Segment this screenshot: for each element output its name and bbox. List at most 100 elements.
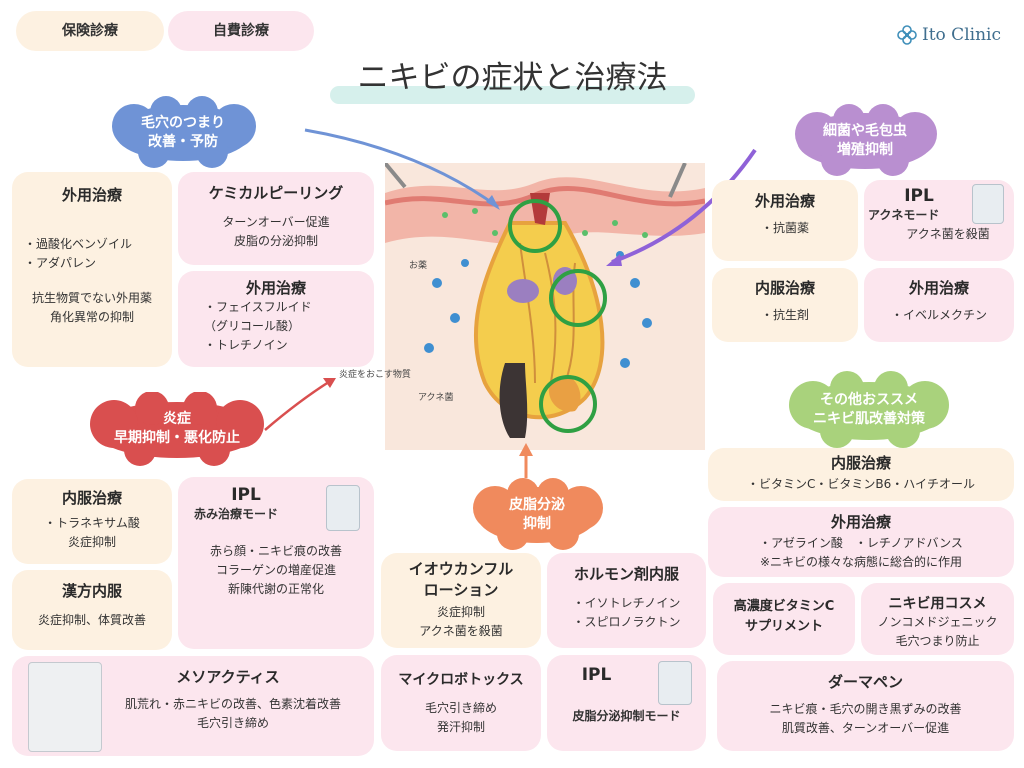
note-keratinization: 角化異常の抑制 [49, 310, 134, 324]
cloud-bacteria-line1: 細菌や毛包虫 [823, 123, 907, 139]
card-other-internal: 内服治療 ・ビタミンC・ビタミンB6・ハイチオール [708, 448, 1014, 501]
item-ivermectin: ・イベルメクチン [890, 308, 987, 322]
text-mesoactis-1: 肌荒れ・赤ニキビの改善、色素沈着改善 [124, 697, 341, 711]
text-sebum: 皮脂の分泌抑制 [233, 234, 318, 248]
mesoactis-device-icon [28, 662, 102, 752]
text-turnover: ターンオーバー促進 [222, 215, 330, 229]
cloud-pores: 毛穴のつまり改善・予防 [104, 96, 262, 170]
cloud-other-line2: ニキビ肌改善対策 [813, 411, 925, 427]
card-title: 漢方内服 [61, 582, 122, 600]
card-title: 内服治療 [61, 489, 122, 507]
card-title: IPL [904, 186, 934, 206]
item-antibacterial: ・抗菌薬 [760, 221, 809, 235]
card-hormone: ホルモン剤内服 ・イソトレチノイン ・スピロノラクトン [547, 553, 706, 648]
ipl-device-icon [658, 661, 692, 705]
flower-icon [897, 25, 917, 45]
item-tretinoin: ・トレチノイン [204, 338, 288, 352]
item-azelaic: ・アゼライン酸 ・レチノアドバンス [759, 536, 963, 550]
label-medicine: お薬 [409, 261, 428, 271]
card-acne-cosme: ニキビ用コスメ ノンコメドジェニック 毛穴つまり防止 [861, 583, 1014, 655]
text-anti-inflammation: 炎症抑制 [436, 605, 485, 619]
card-bacteria-topical: 外用治療 ・抗菌薬 [712, 180, 858, 261]
text-sweat: 発汗抑制 [436, 720, 485, 734]
item-tranexamic: ・トラネキサム酸 [44, 516, 140, 530]
card-title: 内服治療 [830, 454, 891, 472]
card-vitamin-c-supplement: 高濃度ビタミンC サプリメント [713, 583, 855, 655]
card-title: マイクロボトックス [398, 672, 524, 688]
cloud-other-line1: その他おススメ [820, 392, 918, 408]
card-title-1: 高濃度ビタミンC [733, 599, 835, 614]
card-dermapen: ダーマペン ニキビ痕・毛穴の開き黒ずみの改善 肌質改善、ターンオーバー促進 [717, 661, 1014, 751]
cloud-inflammation-line2: 早期抑制・悪化防止 [114, 430, 240, 446]
legend-self-pay: 自費診療 [168, 11, 314, 51]
note-non-antibiotic: 抗生物質でない外用薬 [31, 291, 152, 305]
text-redness: 赤ら顔・ニキビ痕の改善 [209, 544, 342, 558]
card-pores-topical: 外用治療 ・過酸化ベンゾイル ・アダパレン 抗生物質でない外用薬 角化異常の抑制 [12, 172, 172, 367]
cloud-pores-line1: 毛穴のつまり [141, 115, 225, 131]
acne-illustration [385, 163, 705, 450]
card-title: 外用治療 [245, 279, 306, 297]
brand-name: Ito Clinic [922, 25, 1001, 45]
card-title: ニキビ用コスメ [888, 596, 987, 612]
text-pore-tightening: 毛穴引き締め [424, 701, 497, 715]
text-anti-inflammation: 炎症抑制 [67, 535, 116, 549]
text-metabolism: 新陳代謝の正常化 [227, 582, 324, 596]
item-isotretinoin: ・イソトレチノイン [572, 596, 681, 610]
text-collagen: コラーゲンの増産促進 [215, 563, 336, 577]
highlight-circles [508, 199, 607, 433]
card-title: 外用治療 [754, 192, 815, 210]
text-mesoactis-2: 毛穴引き締め [196, 716, 269, 730]
card-title-1: イオウカンフル [408, 560, 514, 578]
legend-insurance: 保険診療 [16, 11, 164, 51]
text-dermapen-2: 肌質改善、ターンオーバー促進 [781, 721, 950, 735]
cloud-pores-line2: 改善・予防 [148, 134, 218, 150]
card-sulfur-lotion: イオウカンフル ローション 炎症抑制 アクネ菌を殺菌 [381, 553, 541, 648]
ipl-mode: 皮脂分泌抑制モード [572, 709, 681, 723]
page-title: ニキビの症状と治療法 [357, 60, 668, 96]
label-inflammatory-substance: 炎症をおこす物質 [339, 370, 411, 380]
card-title-2: ローション [423, 581, 499, 599]
cloud-inflammation-line1: 炎症 [163, 411, 191, 427]
item-adapalene: ・アダパレン [24, 256, 97, 270]
cloud-inflammation: 炎症早期抑制・悪化防止 [82, 392, 272, 468]
card-title: ダーマペン [827, 673, 903, 691]
circle-pore [508, 199, 562, 253]
text-kill-acne: アクネ菌を殺菌 [906, 227, 990, 241]
cloud-sebum: 皮脂分泌抑制 [467, 478, 607, 552]
card-inflammation-ipl: IPL 赤み治療モード 赤ら顔・ニキビ痕の改善 コラーゲンの増産促進 新陳代謝の… [178, 477, 374, 649]
circle-sebum [539, 375, 597, 433]
card-bacteria-topical-2: 外用治療 ・イベルメクチン [864, 268, 1014, 342]
cloud-sebum-line2: 抑制 [523, 516, 551, 532]
card-sebum-ipl: IPL 皮脂分泌抑制モード [547, 655, 706, 751]
card-title: IPL [581, 665, 612, 685]
ipl-mode: アクネモード [868, 208, 940, 222]
item-face-fluid: ・フェイスフルイド [204, 300, 312, 314]
cloud-bacteria-line2: 増殖抑制 [837, 142, 893, 158]
ipl-device-icon [326, 485, 360, 531]
label-acne-bacteria: アクネ菌 [418, 393, 454, 403]
circle-bacteria [549, 269, 607, 327]
card-title: IPL [231, 485, 261, 505]
cloud-bacteria: 細菌や毛包虫増殖抑制 [787, 104, 943, 178]
text-dermapen-1: ニキビ痕・毛穴の開き黒ずみの改善 [769, 702, 962, 716]
item-glycolic-acid: （グリコール酸） [204, 319, 301, 333]
ipl-mode: 赤み治療モード [194, 507, 279, 521]
item-antibiotic: ・抗生剤 [760, 308, 809, 322]
card-mesoactis: メソアクティス 肌荒れ・赤ニキビの改善、色素沈着改善 毛穴引き締め [12, 656, 374, 756]
text-noncomedogenic: ノンコメドジェニック [877, 615, 998, 629]
card-bacteria-internal: 内服治療 ・抗生剤 [712, 268, 858, 342]
ipl-device-icon [972, 184, 1004, 224]
card-kampo: 漢方内服 炎症抑制、体質改善 [12, 570, 172, 650]
text-kill-acne: アクネ菌を殺菌 [419, 624, 503, 638]
item-spironolactone: ・スピロノラクトン [572, 615, 681, 629]
brand-logo: Ito Clinic [896, 22, 1001, 48]
card-microbotox: マイクロボトックス 毛穴引き締め 発汗抑制 [381, 655, 541, 751]
card-chemical-peeling: ケミカルピーリング ターンオーバー促進 皮脂の分泌抑制 [178, 172, 374, 265]
cloud-other: その他おススメニキビ肌改善対策 [781, 371, 957, 451]
card-title-2: サプリメント [744, 619, 823, 634]
card-title: メソアクティス [176, 668, 280, 686]
text-kampo: 炎症抑制、体質改善 [37, 613, 146, 627]
card-title: 外用治療 [830, 513, 891, 531]
item-benzoyl-peroxide: ・過酸化ベンゾイル [24, 237, 133, 251]
text-pore-prevent: 毛穴つまり防止 [895, 634, 980, 648]
